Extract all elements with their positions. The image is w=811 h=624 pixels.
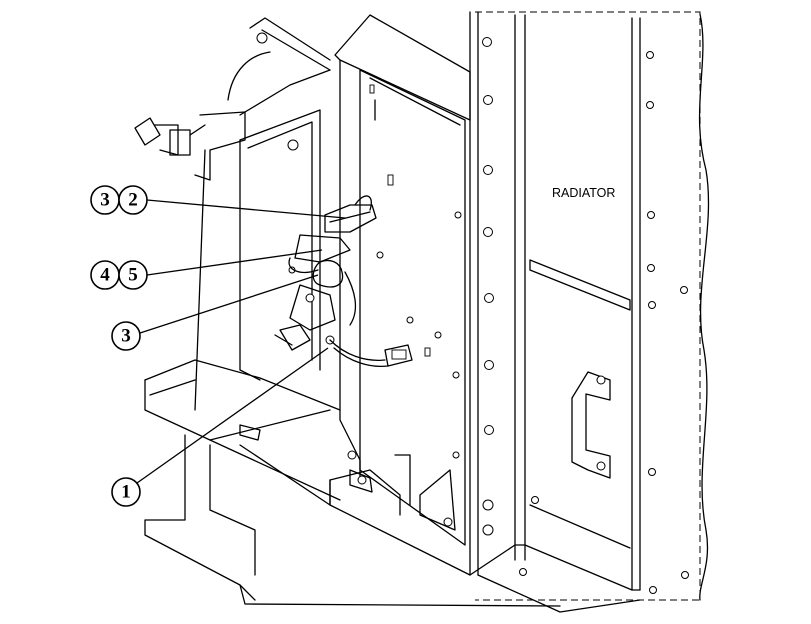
callout-3-top: 3 [90, 185, 120, 215]
svg-text:5: 5 [128, 265, 138, 286]
sensor-wiring-assembly [274, 195, 413, 368]
svg-text:1: 1 [121, 482, 131, 503]
callout-5: 5 [118, 260, 148, 290]
svg-text:3: 3 [121, 326, 131, 347]
callout-2: 2 [118, 185, 148, 215]
callout-4: 4 [90, 260, 120, 290]
callout-1: 1 [111, 477, 141, 507]
mounting-panel [329, 14, 471, 576]
radiator-core: RADIATOR [469, 11, 710, 613]
callouts: 3 2 4 5 3 1 [90, 185, 346, 507]
svg-text:3: 3 [100, 190, 110, 211]
base-frame [144, 359, 561, 607]
callout-3-middle: 3 [111, 321, 141, 351]
svg-text:2: 2 [128, 190, 138, 211]
svg-text:4: 4 [100, 265, 110, 286]
left-housing [134, 17, 331, 411]
radiator-label: RADIATOR [552, 186, 615, 200]
